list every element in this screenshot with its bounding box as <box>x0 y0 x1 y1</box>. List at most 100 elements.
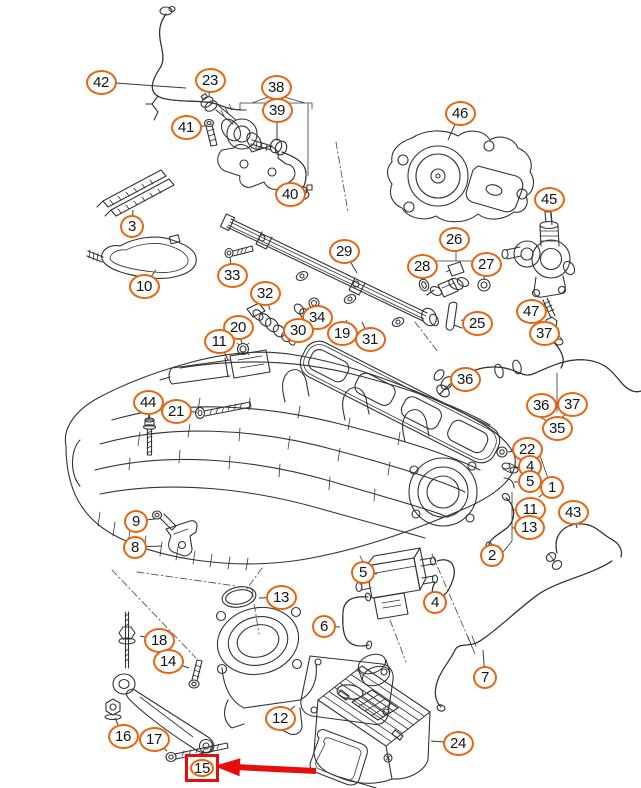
callout-label: 41 <box>178 118 194 136</box>
callout-label: 37 <box>564 395 580 413</box>
callout-36[interactable]: 36 <box>449 366 481 392</box>
callout-10[interactable]: 10 <box>128 273 160 299</box>
callout-label: 11 <box>522 500 538 518</box>
part-bolt-14 <box>188 659 203 689</box>
callout-30[interactable]: 30 <box>282 317 314 343</box>
part-clamp-39 <box>269 138 288 156</box>
callout-8[interactable]: 8 <box>123 535 147 559</box>
callout-40[interactable]: 40 <box>274 181 306 207</box>
callout-32[interactable]: 32 <box>249 280 281 306</box>
callout-1[interactable]: 1 <box>540 475 564 499</box>
callout-label: 45 <box>541 190 557 208</box>
callout-label: 15 <box>194 759 210 777</box>
callout-17[interactable]: 17 <box>138 726 170 752</box>
part-rods-3 <box>96 169 175 217</box>
callout-39[interactable]: 39 <box>261 97 293 123</box>
callout-33[interactable]: 33 <box>216 262 248 288</box>
callout-label: 17 <box>146 730 162 748</box>
callout-6[interactable]: 6 <box>312 614 336 638</box>
part-nut-16 <box>104 698 122 721</box>
callout-label: 33 <box>224 266 240 284</box>
callout-label: 7 <box>481 668 489 686</box>
callout-5[interactable]: 5 <box>351 560 375 584</box>
callout-label: 36 <box>533 396 549 414</box>
callout-44[interactable]: 44 <box>132 389 164 415</box>
callout-label: 39 <box>269 101 285 119</box>
callout-label: 16 <box>115 727 131 745</box>
callout-25[interactable]: 25 <box>461 310 493 336</box>
callout-label: 26 <box>446 230 462 248</box>
callout-2[interactable]: 2 <box>480 543 504 567</box>
callout-label: 28 <box>414 257 430 275</box>
callout-label: 19 <box>334 324 350 342</box>
part-hose-43 <box>545 524 622 570</box>
callout-42[interactable]: 42 <box>85 69 117 95</box>
callout-label: 30 <box>290 321 306 339</box>
callout-label: 5 <box>359 563 367 581</box>
part-hose-42 <box>145 5 246 121</box>
callout-41[interactable]: 41 <box>170 114 202 140</box>
callout-label: 46 <box>452 104 468 122</box>
callout-28[interactable]: 28 <box>406 253 438 279</box>
part-bolt-17 <box>165 742 229 763</box>
callout-label: 21 <box>168 402 184 420</box>
callout-16[interactable]: 16 <box>107 723 139 749</box>
callout-label: 4 <box>431 593 439 611</box>
part-pump-45 <box>501 207 576 298</box>
part-regulator-38 <box>215 103 296 191</box>
callout-12[interactable]: 12 <box>264 705 296 731</box>
callout-38[interactable]: 38 <box>260 74 292 100</box>
callout-3[interactable]: 3 <box>120 214 144 238</box>
part-bolt-21 <box>194 401 252 420</box>
callout-7[interactable]: 7 <box>473 665 497 689</box>
part-clamp-23 <box>200 93 218 112</box>
callout-46[interactable]: 46 <box>444 100 476 126</box>
callout-23[interactable]: 23 <box>194 67 226 93</box>
callout-label: 22 <box>519 440 535 458</box>
callout-4[interactable]: 4 <box>423 590 447 614</box>
callout-31[interactable]: 31 <box>354 326 386 352</box>
callout-26[interactable]: 26 <box>438 226 470 252</box>
callout-label: 8 <box>131 538 139 556</box>
highlight-box[interactable]: 15 <box>185 754 219 782</box>
callout-label: 4 <box>526 457 534 475</box>
callout-45[interactable]: 45 <box>533 186 565 212</box>
part-hose-7 <box>435 561 612 712</box>
part-bolt-41 <box>203 118 218 147</box>
callout-label: 35 <box>549 419 565 437</box>
callout-13[interactable]: 13 <box>265 584 297 610</box>
callout-19[interactable]: 19 <box>326 320 358 346</box>
callout-36[interactable]: 36 <box>525 392 557 418</box>
callout-13[interactable]: 13 <box>513 514 545 540</box>
callout-27[interactable]: 27 <box>470 251 502 277</box>
callout-14[interactable]: 14 <box>152 648 184 674</box>
part-hose-6 <box>343 592 373 649</box>
part-fuel-rail-29 <box>219 213 439 327</box>
callout-label: 14 <box>160 652 176 670</box>
callout-label: 27 <box>478 255 494 273</box>
callout-29[interactable]: 29 <box>328 238 360 264</box>
callout-24[interactable]: 24 <box>442 730 474 756</box>
callout-label: 6 <box>320 617 328 635</box>
part-airbox-24 <box>309 653 431 788</box>
callout-35[interactable]: 35 <box>541 415 573 441</box>
callout-43[interactable]: 43 <box>557 499 589 525</box>
callout-47[interactable]: 47 <box>515 298 547 324</box>
callout-label: 18 <box>151 631 167 649</box>
callout-label: 47 <box>523 302 539 320</box>
callout-37[interactable]: 37 <box>556 391 588 417</box>
callout-label: 23 <box>202 71 218 89</box>
callout-label: 32 <box>257 284 273 302</box>
callout-5[interactable]: 5 <box>518 469 542 493</box>
callout-11[interactable]: 11 <box>203 328 235 354</box>
callout-label: 5 <box>526 472 534 490</box>
callout-15[interactable]: 15 <box>190 759 214 777</box>
part-oring-13 <box>221 586 257 608</box>
callout-9[interactable]: 9 <box>124 509 148 533</box>
callout-label: 36 <box>457 370 473 388</box>
callout-label: 13 <box>521 518 537 536</box>
callout-37[interactable]: 37 <box>528 320 560 346</box>
callout-21[interactable]: 21 <box>160 398 192 424</box>
